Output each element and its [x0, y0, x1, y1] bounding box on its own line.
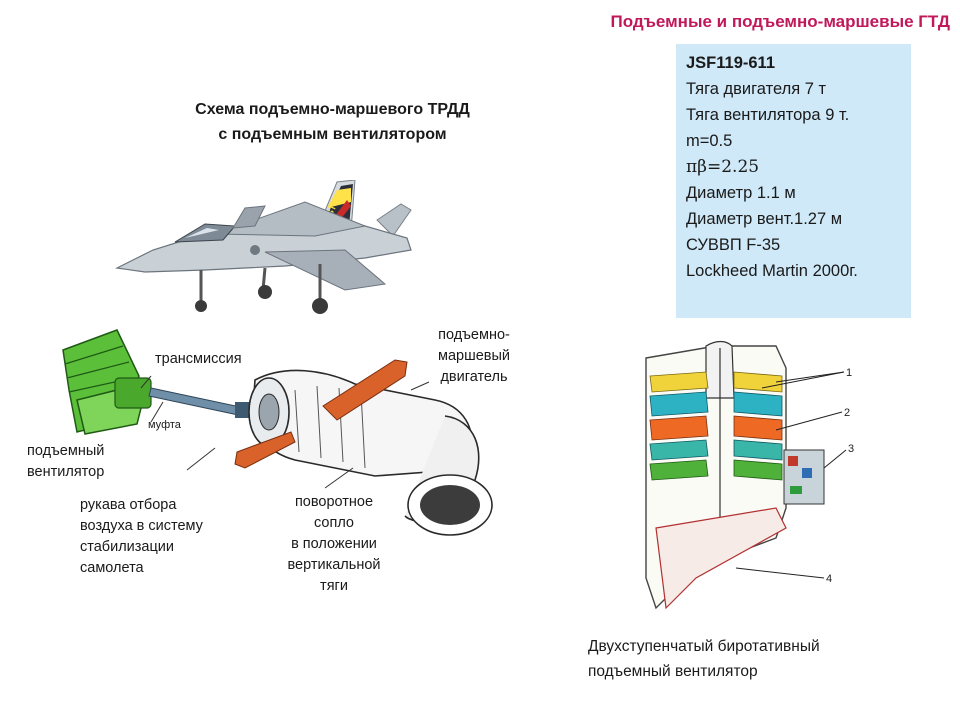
label-nozzle-line3: в положении	[291, 536, 377, 552]
callout-4: 4	[826, 573, 832, 585]
label-swivel-nozzle: поворотное сопло в положении вертикально…	[272, 492, 396, 597]
label-nozzle-line1: поворотное	[294, 494, 374, 510]
label-lift-fan-line1: подъемный	[27, 443, 105, 459]
label-sleeves-line2: воздуха в систему	[80, 518, 203, 534]
pressure-ratio: πβ=2.25	[686, 157, 760, 177]
label-nozzle-line2: сопло	[313, 515, 355, 531]
fan-diameter: Диаметр вент.1.27 м	[686, 210, 843, 228]
fan-thrust: Тяга вентилятора 9 т.	[686, 106, 850, 124]
transmission-shaft-drawing	[148, 387, 253, 418]
callout-3: 3	[848, 443, 854, 455]
label-engine-line2: маршевый	[437, 348, 511, 364]
label-sleeves-line4: самолета	[80, 560, 144, 576]
fan-caption: Двухступенчатый биротативный подъемный в…	[588, 634, 820, 684]
label-lift-fan-line2: вентилятор	[27, 464, 105, 480]
engine-thrust: Тяга двигателя 7 т	[686, 80, 827, 98]
label-clutch: муфта	[148, 419, 181, 431]
label-nozzle-line4: вертикальной	[287, 557, 381, 573]
diagram-title-line2: с подъемным вентилятором	[218, 126, 447, 143]
diagram-title: Схема подъемно-маршевого ТРДД с подъемны…	[120, 97, 545, 147]
label-sleeves-line3: стабилизации	[80, 539, 174, 555]
manufacturer: Lockheed Martin 2000г.	[686, 262, 858, 280]
bleed-air-sleeves-drawing	[234, 359, 408, 469]
label-sleeves-line1: рукава отбора	[80, 497, 177, 513]
fan-caption-line2: подъемный вентилятор	[588, 663, 758, 680]
diagram-title-line1: Схема подъемно-маршевого ТРДД	[195, 101, 470, 118]
aircraft-type: СУВВП F-35	[686, 236, 781, 254]
label-lift-cruise-engine: подъемно- маршевый двигатель	[424, 325, 524, 388]
fan-caption-line1: Двухступенчатый биротативный	[588, 638, 820, 655]
label-lift-fan: подъемный вентилятор	[27, 441, 104, 483]
engine-diameter: Диаметр 1.1 м	[686, 184, 796, 202]
callout-1: 1	[846, 367, 852, 379]
engine-core-drawing	[248, 369, 493, 536]
slide-title: Подъемные и подъемно-маршевые ГТД	[610, 12, 950, 31]
spec-box: JSF119-611 Тяга двигателя 7 т Тяга венти…	[676, 44, 911, 318]
label-transmission: трансмиссия	[155, 351, 242, 367]
callout-2: 2	[844, 407, 850, 419]
label-engine-line1: подъемно-	[438, 327, 510, 343]
lift-engine-schematic	[62, 329, 493, 536]
lift-fan-cross-section: 1 2 3 4	[645, 340, 854, 610]
label-bleed-sleeves: рукава отбора воздуха в систему стабилиз…	[80, 495, 203, 579]
label-nozzle-line5: тяги	[320, 578, 348, 594]
label-engine-line3: двигатель	[440, 369, 508, 385]
bypass-ratio: m=0.5	[686, 132, 733, 150]
lift-fan-drawing	[62, 329, 152, 435]
f35-aircraft-image: STOVL	[115, 180, 412, 314]
engine-name: JSF119-611	[686, 54, 775, 72]
